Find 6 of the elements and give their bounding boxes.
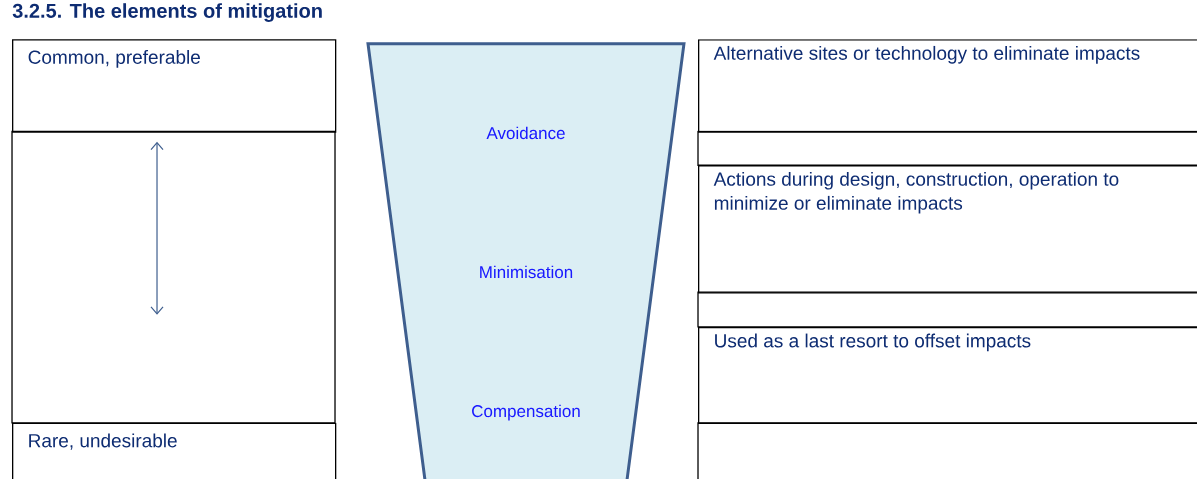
table-cell: Alternative sites or technology to eliminate impacts [698,39,1197,133]
table-cell: Common, preferable [12,39,337,133]
table-cell: Actions during design, construction, operation to minimize or eliminate impacts [698,165,1197,294]
table-cell: Used as a last resort to offset impacts [698,326,1197,425]
section-heading: 3.2.5. The elements of mitigation [12,3,322,22]
table-cell: Rare, undesirable [12,422,337,479]
